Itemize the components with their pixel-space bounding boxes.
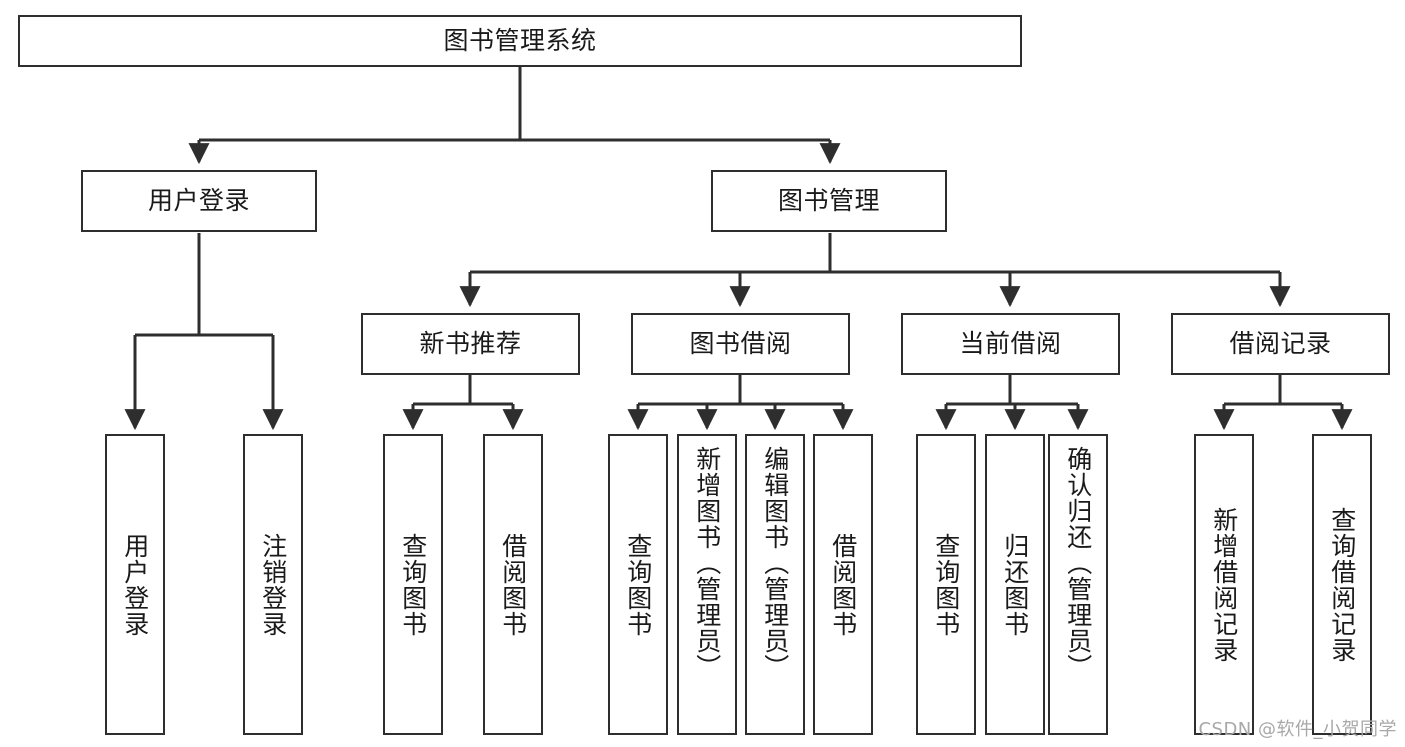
leaf-user-login-login[interactable]: 用户登录 [105,434,165,735]
leaf-current-borrow-return-books-label: 归还图书 [1000,532,1030,637]
node-borrowing-records[interactable]: 借阅记录 [1171,313,1390,375]
leaf-borrow-records-add-record[interactable]: 新增借阅记录 [1194,434,1254,735]
leaf-borrow-records-add-record-label: 新增借阅记录 [1209,506,1239,663]
leaf-current-borrow-query-books[interactable]: 查询图书 [916,434,976,735]
node-root-label: 图书管理系统 [443,26,597,55]
leaf-user-login-logout-label: 注销登录 [258,532,288,637]
node-book-management-label: 图书管理 [777,186,880,215]
leaf-borrow-records-query-record[interactable]: 查询借阅记录 [1312,434,1372,735]
node-borrowing-records-label: 借阅记录 [1229,329,1332,358]
node-user-login-label: 用户登录 [147,186,250,215]
leaf-user-login-logout[interactable]: 注销登录 [243,434,303,735]
leaf-new-book-borrow-books-label: 借阅图书 [498,532,528,637]
leaf-book-borrow-query-books[interactable]: 查询图书 [608,434,668,735]
leaf-current-borrow-query-books-label: 查询图书 [931,532,961,637]
node-root-library-management-system[interactable]: 图书管理系统 [18,15,1022,67]
leaf-book-borrow-query-books-label: 查询图书 [623,532,653,637]
leaf-current-borrow-confirm-return-admin-label: 确认归还（管理员） [1063,446,1093,680]
node-new-book-recommendation-label: 新书推荐 [419,329,522,358]
leaf-book-borrow-add-book-admin-label: 新增图书（管理员） [692,446,722,680]
node-book-borrowing-label: 图书借阅 [689,329,792,358]
leaf-borrow-records-query-record-label: 查询借阅记录 [1327,506,1357,663]
node-book-management[interactable]: 图书管理 [711,170,947,232]
leaf-new-book-query-books[interactable]: 查询图书 [383,434,443,735]
leaf-book-borrow-borrow-books[interactable]: 借阅图书 [813,434,873,735]
leaf-book-borrow-edit-book-admin-label: 编辑图书（管理员） [760,446,790,680]
node-book-borrowing[interactable]: 图书借阅 [631,313,850,375]
leaf-book-borrow-borrow-books-label: 借阅图书 [828,532,858,637]
leaf-user-login-login-label: 用户登录 [120,532,150,637]
watermark-text: CSDN @软件_小贺同学 [1198,719,1397,740]
node-user-login[interactable]: 用户登录 [81,170,317,232]
leaf-book-borrow-edit-book-admin[interactable]: 编辑图书（管理员） [745,434,805,735]
node-new-book-recommendation[interactable]: 新书推荐 [361,313,580,375]
node-current-borrowing-label: 当前借阅 [959,329,1062,358]
node-current-borrowing[interactable]: 当前借阅 [901,313,1120,375]
leaf-current-borrow-confirm-return-admin[interactable]: 确认归还（管理员） [1048,434,1108,735]
leaf-current-borrow-return-books[interactable]: 归还图书 [985,434,1045,735]
leaf-book-borrow-add-book-admin[interactable]: 新增图书（管理员） [677,434,737,735]
leaf-new-book-borrow-books[interactable]: 借阅图书 [483,434,543,735]
leaf-new-book-query-books-label: 查询图书 [398,532,428,637]
